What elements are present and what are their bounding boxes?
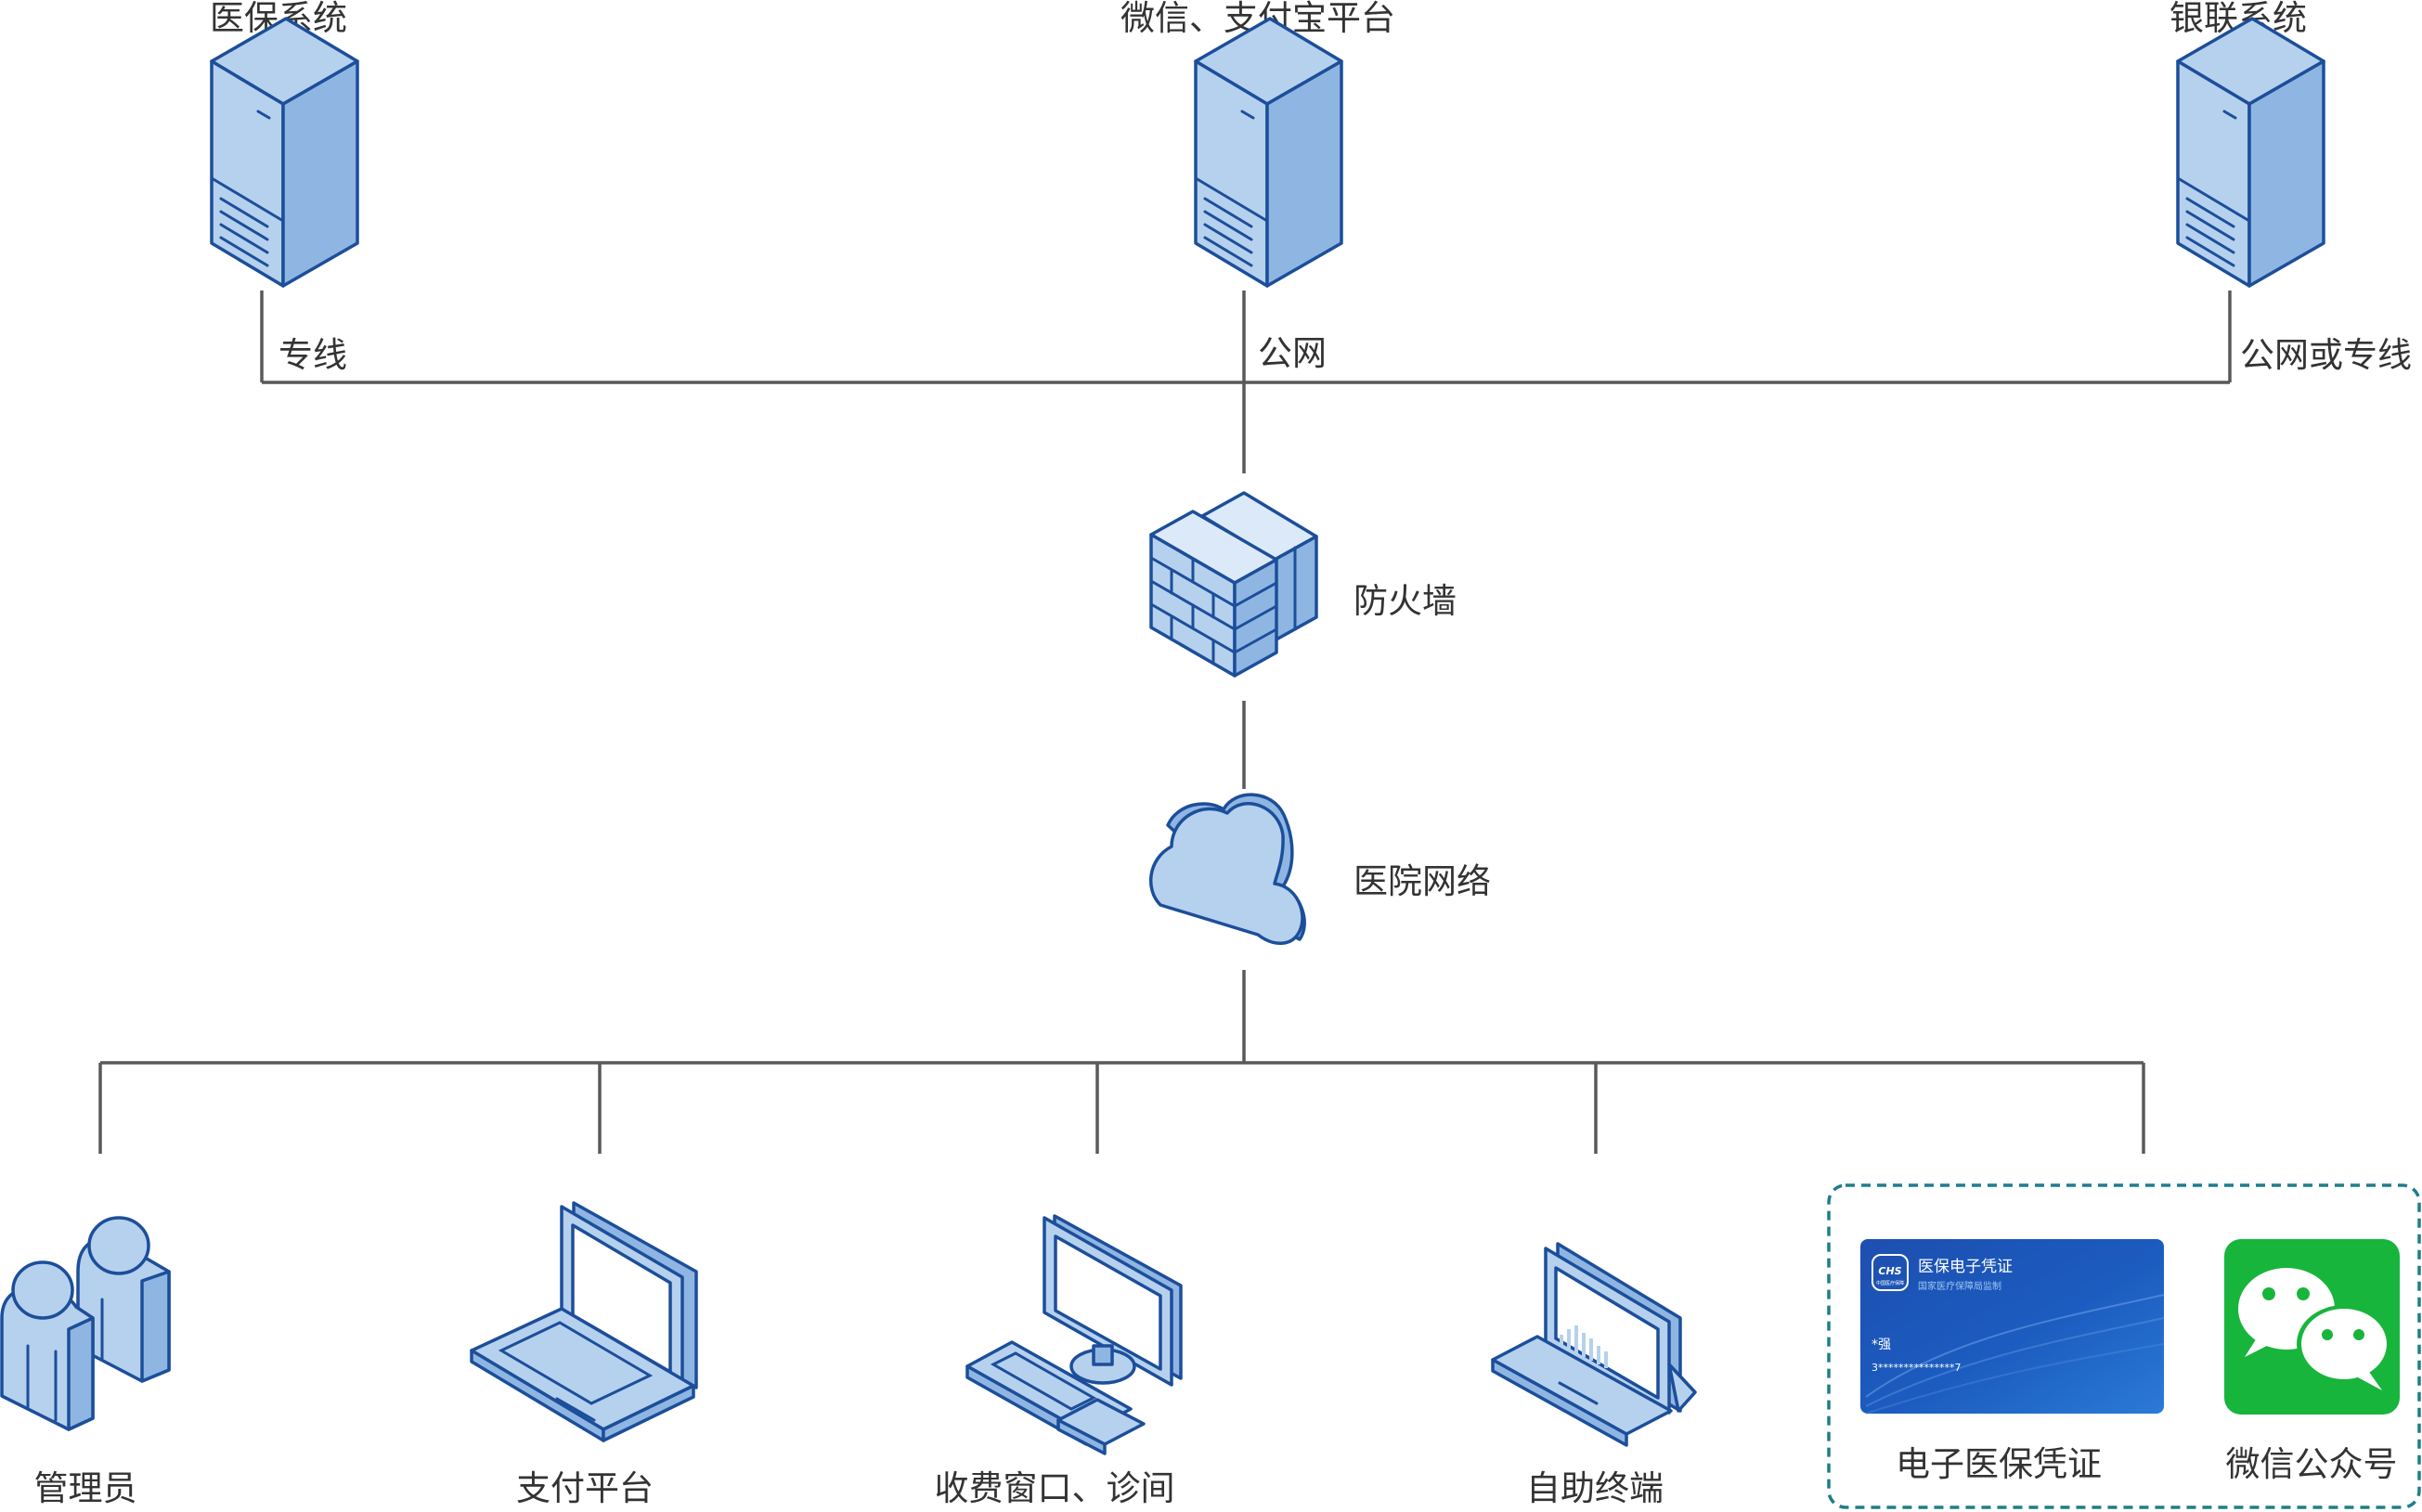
mobile-channel-group: CHS 中国医疗保障 医保电子凭证 国家医疗保障局监制 *强 3********… — [1827, 1183, 2421, 1509]
network-label: 医院网络 — [1353, 861, 1491, 901]
firewall-node: 防火墙 — [1149, 491, 1457, 678]
medical-insurance-server: 医保系统 专线 — [210, 0, 359, 375]
link-label: 公网 — [1258, 333, 1327, 373]
bottom-connectors — [98, 970, 2145, 1154]
server-icon — [1194, 17, 1343, 288]
server-icon — [210, 17, 359, 288]
payment-platform-endpoint: 支付平台 — [470, 1201, 698, 1508]
endpoint-label: 收费窗口、诊间 — [935, 1468, 1175, 1508]
wechat-label: 微信公众号 — [2226, 1444, 2398, 1484]
link-label: 专线 — [278, 335, 347, 375]
users-icon — [0, 1216, 171, 1431]
card-number: 3***************7 — [1872, 1362, 1962, 1374]
cloud-icon — [1148, 793, 1306, 945]
admin-endpoint: 管理员 — [0, 1216, 171, 1508]
server-icon — [2176, 17, 2325, 288]
charge-window-endpoint: 收费窗口、诊间 — [935, 1214, 1183, 1508]
desktop-computer-icon — [965, 1214, 1183, 1455]
card-title: 医保电子凭证 — [1918, 1258, 2013, 1276]
chs-logo-text: CHS — [1878, 1265, 1901, 1277]
self-service-endpoint: 自助终端 — [1491, 1242, 1697, 1508]
laptop-icon — [470, 1201, 698, 1442]
endpoint-label: 支付平台 — [516, 1468, 654, 1508]
link-label: 公网或专线 — [2240, 335, 2412, 375]
insurance-e-card[interactable]: CHS 中国医疗保障 医保电子凭证 国家医疗保障局监制 *强 3********… — [1860, 1239, 2165, 1415]
group-border — [1827, 1183, 2421, 1509]
self-service-terminal-icon — [1491, 1242, 1697, 1447]
top-connectors — [260, 291, 2232, 473]
card-holder-name: *强 — [1872, 1338, 1891, 1352]
wechat-icon[interactable] — [2224, 1239, 2400, 1415]
hospital-network-node: 医院网络 — [1148, 793, 1491, 945]
chs-logo — [1872, 1254, 1909, 1291]
card-label: 电子医保凭证 — [1896, 1444, 2102, 1484]
firewall-label: 防火墙 — [1353, 581, 1457, 621]
firewall-icon — [1149, 491, 1318, 678]
payment-platform-server: 微信、支付宝平台 公网 — [1120, 0, 1395, 373]
chs-logo-subtext: 中国医疗保障 — [1876, 1280, 1904, 1286]
endpoint-label: 自助终端 — [1526, 1468, 1664, 1508]
unionpay-server: 银联系统 公网或专线 — [2169, 0, 2412, 375]
endpoint-label: 管理员 — [34, 1468, 137, 1508]
card-subtitle: 国家医疗保障局监制 — [1918, 1280, 2001, 1292]
